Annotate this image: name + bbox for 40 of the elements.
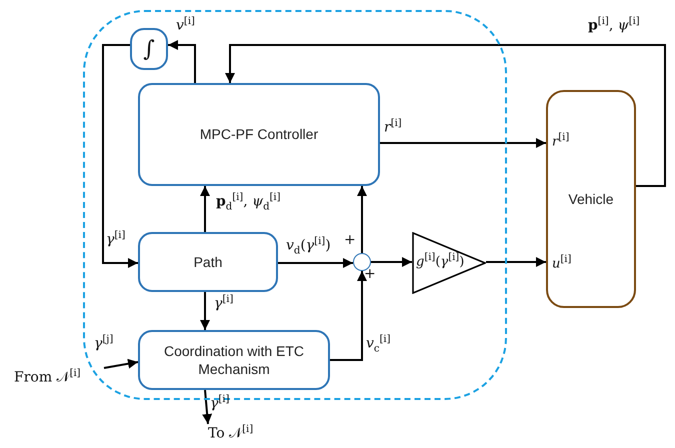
block-label: Path: [192, 252, 224, 272]
plus-sign: +: [364, 266, 376, 282]
vehicle-block: [546, 90, 636, 308]
path-block: [138, 232, 278, 292]
edge-label: γ$^{[i]}$: [106, 230, 126, 248]
integrator-block: [130, 28, 168, 70]
integral-sign: ∫: [143, 36, 155, 62]
block-label: Coordination with ETC Mechanism: [162, 342, 306, 378]
controller-block: [138, 83, 380, 186]
arrow: [371, 257, 412, 267]
block-label: MPC-PF Controller: [198, 125, 320, 144]
destination-text: To 𝒩$^{[i]}$: [208, 424, 278, 446]
arrow: [202, 390, 212, 424]
source-text: From 𝒩$^{[i]}$: [14, 368, 104, 390]
edge-label: γ$^{[i]}$: [210, 394, 230, 412]
arrow: [380, 138, 546, 148]
arrow: [357, 186, 367, 253]
edge-label: v$_{d}$(γ$^{[i]}$): [286, 236, 331, 256]
arrow: [486, 257, 546, 267]
edge-label: γ$^{[j]}$: [94, 334, 114, 352]
arrow: [102, 44, 138, 268]
block-label: Vehicle: [567, 190, 615, 208]
coordination-block: [138, 330, 330, 390]
gain-triangle: [412, 232, 486, 294]
arrow: [200, 186, 210, 232]
signal-label: g$^{[i]}$(γ$^{[i]}$): [416, 252, 464, 270]
arrow: [330, 271, 367, 361]
edge-label: γ$^{[i]}$: [214, 294, 234, 312]
edge-label: p$^{[i]}$, ψ$^{[i]}$: [588, 16, 640, 34]
arrow: [225, 44, 666, 187]
arrow: [168, 40, 196, 83]
signal-label: u$^{[i]}$: [552, 254, 572, 272]
edge-label: r$^{[i]}$: [384, 118, 402, 136]
signal-label: r$^{[i]}$: [552, 132, 570, 150]
arrow: [200, 292, 210, 330]
plus-sign: +: [344, 232, 356, 248]
arrow: [278, 258, 353, 268]
edge-label: v$^{[i]}$: [176, 16, 195, 34]
arrow: [104, 358, 138, 369]
summing-junction: [353, 253, 371, 271]
